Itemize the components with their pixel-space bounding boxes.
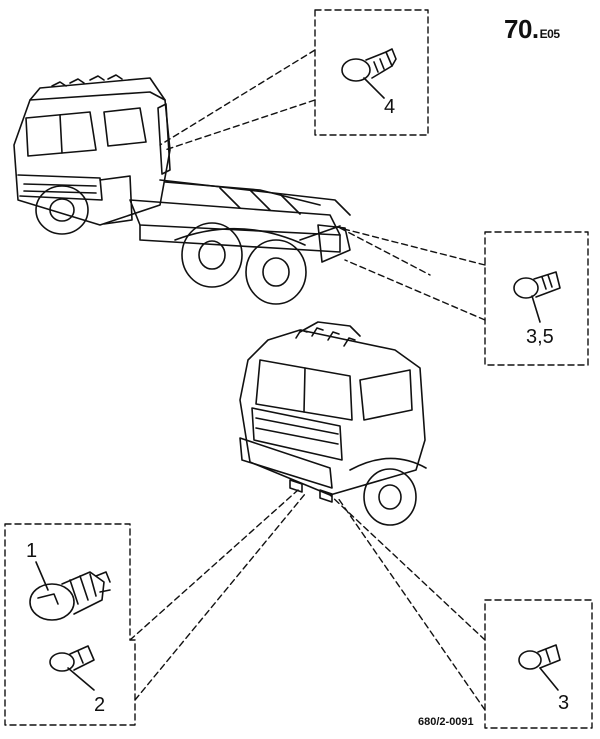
callout-4: 4 — [384, 96, 396, 118]
cab-truck-drawing — [239, 321, 427, 526]
leader-line-35 — [339, 227, 486, 321]
chassis-truck-drawing — [13, 74, 351, 305]
callout-leader-1 — [35, 561, 49, 591]
callout-3-5: 3,5 — [526, 326, 554, 348]
callout-leader-2 — [67, 667, 95, 691]
drawing-reference: 680/2-0091 — [418, 716, 474, 728]
callout-leader-35 — [531, 295, 541, 323]
leader-line-4 — [159, 49, 316, 151]
page-number-suffix: E05 — [539, 27, 560, 41]
callout-1: 1 — [26, 540, 38, 562]
page-number-main: 70. — [504, 14, 539, 44]
bulb-1-socket-icon — [29, 571, 111, 621]
bulb-2-icon — [49, 645, 95, 672]
callout-leader-4 — [363, 77, 385, 99]
leader-line-3 — [329, 494, 486, 711]
callout-2: 2 — [94, 694, 106, 716]
callout-leader-3 — [539, 667, 559, 691]
bulb-4-icon — [341, 48, 397, 82]
bulb-3-icon — [518, 644, 561, 670]
detail-box-12 — [4, 523, 136, 726]
page-number: 70.E05 — [504, 14, 560, 45]
callout-3: 3 — [558, 692, 570, 714]
detail-box-3 — [484, 599, 593, 729]
leader-line-12 — [129, 489, 306, 701]
detail-box-4 — [314, 9, 429, 136]
bulb-35-icon — [513, 271, 561, 299]
